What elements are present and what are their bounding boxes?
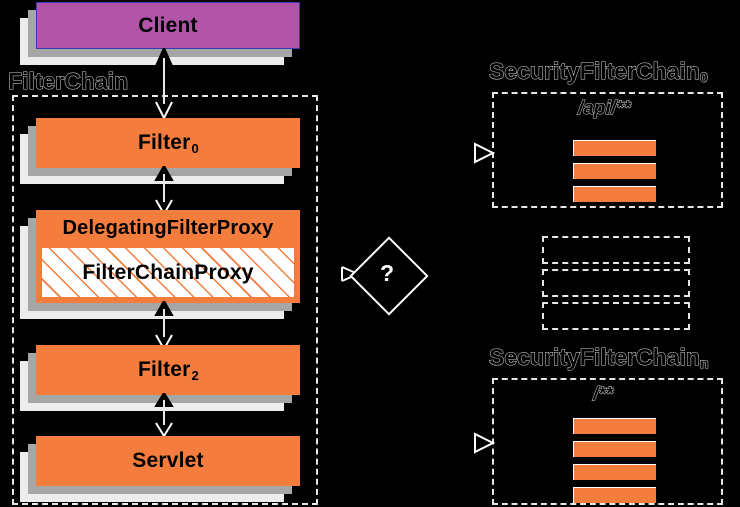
arrow-to-chain-n [474,432,496,454]
security-filter-chain-n-path: /** [592,384,614,406]
elided-chain-box-1 [542,236,690,264]
dfp-face: DelegatingFilterProxy FilterChainProxy [36,210,300,303]
chain-0-filter-bar[interactable] [573,163,656,179]
chain-n-filter-bar[interactable] [573,487,656,503]
security-filter-chain-n-box[interactable] [492,378,723,505]
filter-2-text: Filter [138,358,191,381]
filter-chain-proxy-label[interactable]: FilterChainProxy [42,248,294,297]
security-filter-chain-n-label: SecurityFilterChainn [489,344,710,373]
filter-2-subscript: 2 [191,367,199,383]
security-filter-chain-0-subscript: 0 [699,70,708,87]
security-filter-chain-n-subscript: n [699,356,709,373]
chain-n-filter-bar[interactable] [573,418,656,434]
chain-n-filter-bar[interactable] [573,441,656,457]
chain-0-filter-bar[interactable] [573,186,656,202]
delegating-filter-proxy-box[interactable]: DelegatingFilterProxy FilterChainProxy [20,210,300,319]
arrow-filter0-dfp [154,166,174,216]
arrow-filter2-servlet [154,393,174,438]
decision-label: ? [379,260,395,286]
servlet-label: Servlet [36,436,300,486]
filter-0-text: Filter [138,131,191,154]
security-filter-chain-0-label: SecurityFilterChain0 [489,58,709,87]
security-filter-chain-0-box[interactable] [492,92,723,208]
chain-n-filter-bar[interactable] [573,464,656,480]
security-filter-chain-0-path: /api/** [578,98,632,120]
servlet-box[interactable]: Servlet [20,436,300,502]
filterchain-label: FilterChain [7,68,129,95]
security-filter-chain-0-title: SecurityFilterChain [489,58,701,85]
elided-chain-box-3 [542,302,690,330]
security-filter-chain-n-title: SecurityFilterChain [489,344,701,371]
elided-chain-box-2 [542,269,690,297]
arrow-client-filter0 [154,48,174,120]
client-box[interactable]: Client [20,2,300,65]
arrow-dfp-filter2 [154,301,174,351]
chain-0-filter-bar[interactable] [573,140,656,156]
delegating-filter-proxy-label: DelegatingFilterProxy [62,217,274,239]
client-label: Client [36,2,300,49]
filter-0-subscript: 0 [191,140,199,156]
arrow-to-chain-0 [474,142,496,164]
